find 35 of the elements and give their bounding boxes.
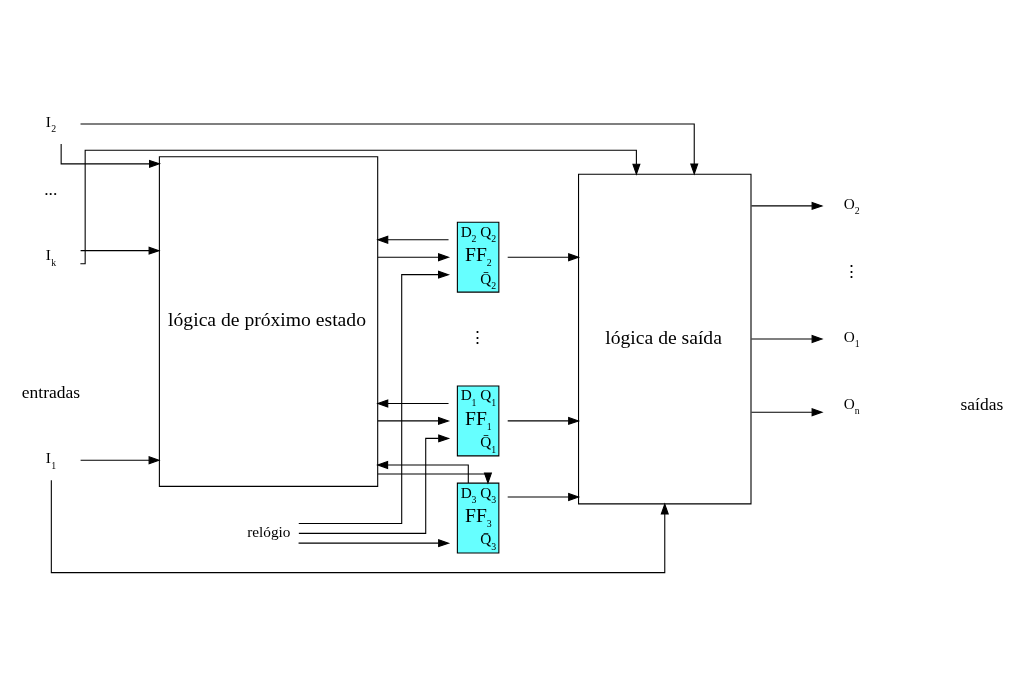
arrow <box>507 252 581 262</box>
label: ... <box>44 178 58 199</box>
label: saídas <box>960 393 1004 414</box>
node-box: lógica de próximo estado <box>158 156 379 487</box>
arrow <box>507 492 581 502</box>
label: entradas <box>21 381 81 402</box>
arrow <box>376 460 469 484</box>
arrow <box>377 416 451 426</box>
arrow <box>50 479 669 574</box>
arrow <box>80 456 161 465</box>
arrow <box>751 201 824 211</box>
node-text: O$_{1}$ <box>843 327 860 350</box>
arrow <box>79 149 641 265</box>
arrow <box>507 416 581 426</box>
label: ⋮ <box>842 260 860 281</box>
arrow <box>377 472 493 485</box>
arrow <box>298 434 451 534</box>
arrow <box>751 407 824 417</box>
arrow <box>80 246 161 255</box>
node-text: O$_{2}$ <box>843 194 860 217</box>
arrow <box>60 143 162 169</box>
arrow <box>377 252 451 262</box>
arrow <box>376 399 450 408</box>
arrow <box>751 334 824 344</box>
node-box: lógica de saída <box>578 173 752 505</box>
node-text: O$_{n}$ <box>843 394 860 417</box>
node-text: relógio <box>247 523 291 541</box>
arrow <box>80 123 699 176</box>
node-text: I$_{1}$ <box>45 449 57 471</box>
arrow <box>298 538 451 548</box>
node-text: I$_{k}$ <box>45 246 57 268</box>
node-text: I$_{2}$ <box>45 112 57 135</box>
arrow <box>376 235 450 244</box>
arrow <box>298 270 450 525</box>
label: ⋮ <box>469 327 487 348</box>
